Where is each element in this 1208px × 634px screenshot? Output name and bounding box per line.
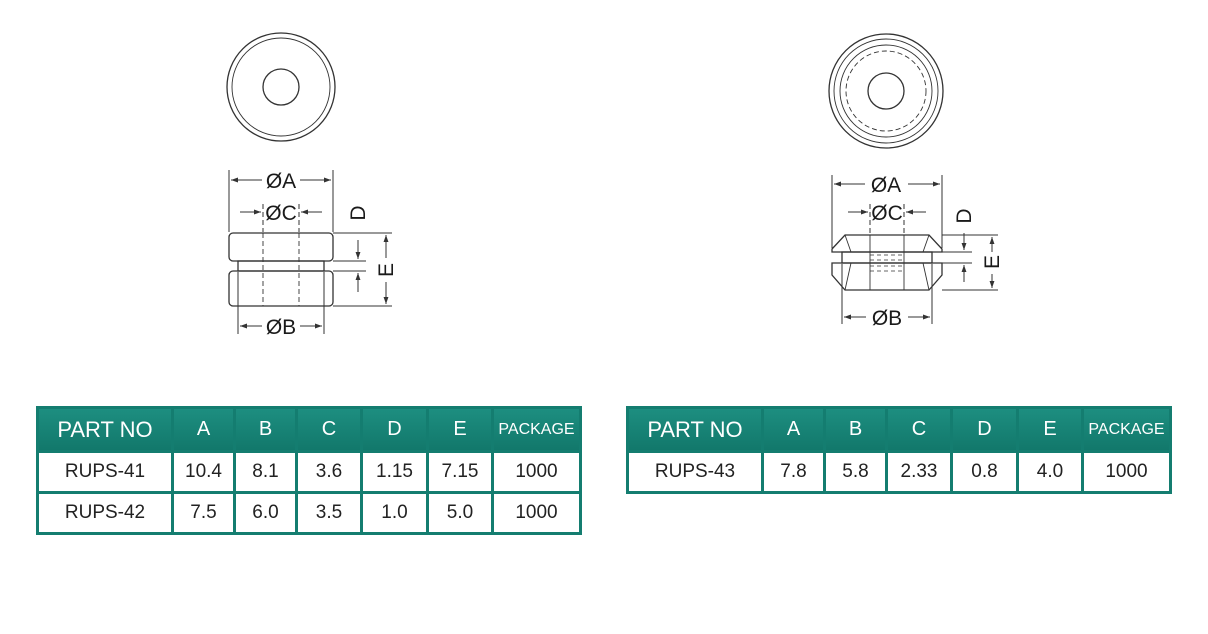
left-dim-a [228, 170, 334, 232]
right-dim-c [848, 204, 926, 234]
right-label-dia-b: ØB [872, 307, 902, 330]
right-dim-a [831, 175, 943, 248]
cell-b: 8.1 [236, 453, 295, 491]
table-row: RUPS-42 7.5 6.0 3.5 1.0 5.0 1000 [39, 494, 579, 532]
cell-package: 1000 [494, 453, 579, 491]
left-top-view [226, 32, 336, 142]
left-grommet-drawing [226, 32, 392, 334]
header-d: D [363, 409, 426, 450]
right-label-dia-a: ØA [871, 174, 901, 197]
header-package: PACKAGE [494, 409, 579, 450]
spec-table-right: PART NO A B C D E PACKAGE RUPS-43 7.8 5.… [626, 406, 1172, 494]
header-b: B [236, 409, 295, 450]
left-label-dim-d: D [347, 205, 370, 220]
cell-d: 0.8 [953, 453, 1016, 491]
right-top-view [828, 33, 944, 149]
cell-c: 3.5 [298, 494, 360, 532]
cell-c: 3.6 [298, 453, 360, 491]
cell-package: 1000 [1084, 453, 1169, 491]
cell-e: 5.0 [429, 494, 491, 532]
left-label-dim-e: E [375, 263, 398, 277]
header-e: E [1019, 409, 1081, 450]
cell-a: 10.4 [174, 453, 233, 491]
header-a: A [764, 409, 823, 450]
left-label-dia-b: ØB [266, 316, 296, 339]
cell-part-no: RUPS-41 [39, 453, 171, 491]
cell-b: 6.0 [236, 494, 295, 532]
table-row: RUPS-43 7.8 5.8 2.33 0.8 4.0 1000 [629, 453, 1169, 491]
left-dim-b [237, 272, 325, 334]
cell-e: 4.0 [1019, 453, 1081, 491]
left-side-view [228, 232, 334, 307]
right-grommet-drawing [828, 33, 998, 324]
right-dim-b [841, 264, 933, 324]
cell-d: 1.0 [363, 494, 426, 532]
cell-package: 1000 [494, 494, 579, 532]
header-package: PACKAGE [1084, 409, 1169, 450]
right-label-dim-e: E [981, 255, 1004, 269]
header-a: A [174, 409, 233, 450]
header-part-no: PART NO [39, 409, 171, 450]
cell-d: 1.15 [363, 453, 426, 491]
cell-part-no: RUPS-43 [629, 453, 761, 491]
header-e: E [429, 409, 491, 450]
technical-drawings: ØA ØC ØB D E [226, 32, 1004, 339]
table-row: RUPS-41 10.4 8.1 3.6 1.15 7.15 1000 [39, 453, 579, 491]
left-dim-c [240, 204, 322, 232]
cell-a: 7.5 [174, 494, 233, 532]
table-header-row: PART NO A B C D E PACKAGE [39, 409, 579, 450]
header-c: C [298, 409, 360, 450]
header-b: B [826, 409, 885, 450]
left-label-dia-c: ØC [265, 202, 297, 225]
table-header-row: PART NO A B C D E PACKAGE [629, 409, 1169, 450]
header-c: C [888, 409, 950, 450]
left-label-dia-a: ØA [266, 170, 296, 193]
cell-a: 7.8 [764, 453, 823, 491]
header-part-no: PART NO [629, 409, 761, 450]
left-dim-d [333, 240, 366, 292]
cell-c: 2.33 [888, 453, 950, 491]
left-dim-e [333, 232, 392, 307]
right-label-dia-c: ØC [871, 202, 903, 225]
spec-table-left: PART NO A B C D E PACKAGE RUPS-41 10.4 8… [36, 406, 582, 535]
right-dim-d [942, 233, 972, 282]
right-label-dim-d: D [953, 208, 976, 223]
cell-part-no: RUPS-42 [39, 494, 171, 532]
header-d: D [953, 409, 1016, 450]
right-side-view [831, 234, 943, 291]
cell-e: 7.15 [429, 453, 491, 491]
right-dim-e [942, 234, 998, 291]
cell-b: 5.8 [826, 453, 885, 491]
